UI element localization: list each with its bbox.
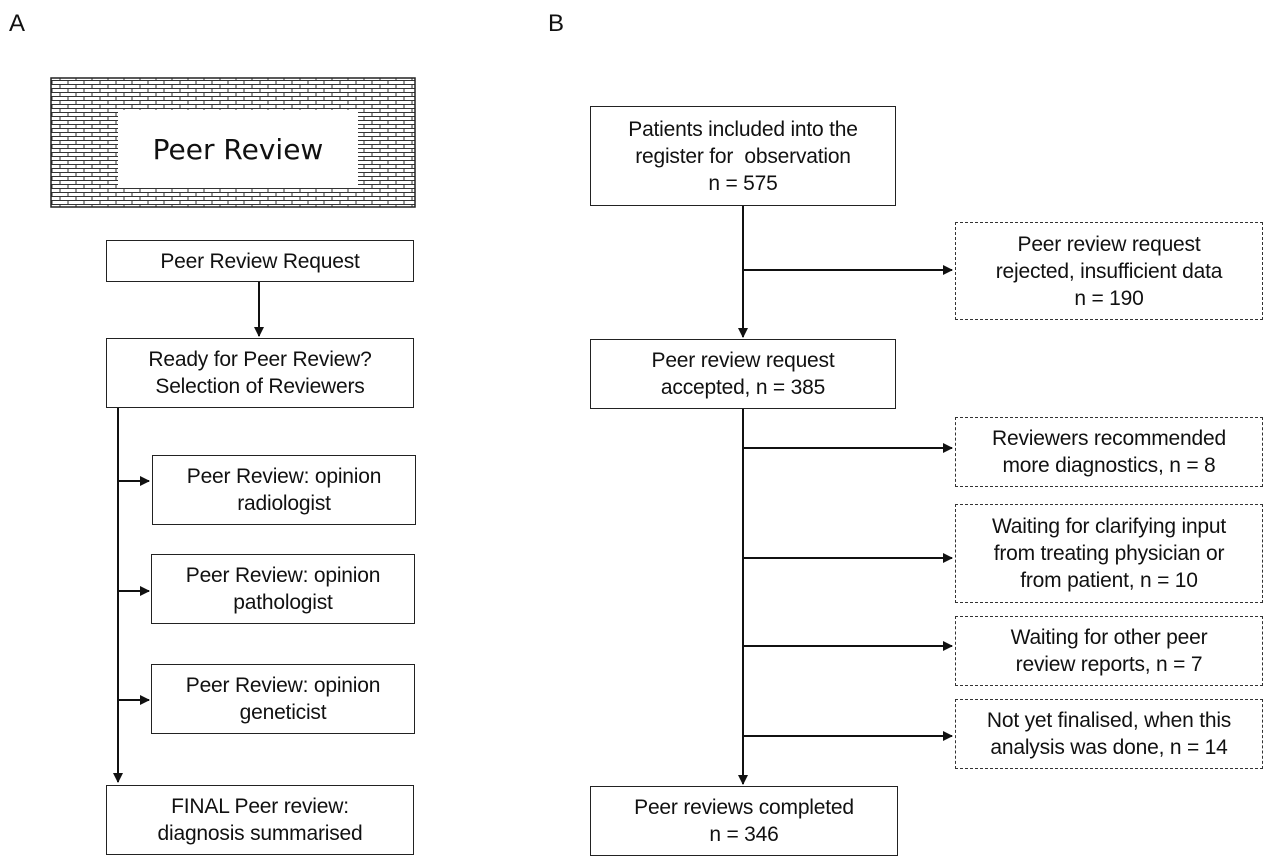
radiologist-line-1: Peer Review: opinion [186, 465, 382, 488]
request-rejected-box: Peer review request rejected, insufficie… [955, 222, 1263, 320]
not-finalised-box: Not yet finalised, when this analysis wa… [955, 699, 1263, 769]
accepted-line-2: accepted, n = 385 [660, 376, 826, 399]
request-accepted-box: Peer review request accepted, n = 385 [590, 339, 896, 409]
rejected-line-3: n = 190 [1074, 286, 1144, 310]
waiting-reports-box: Waiting for other peer review reports, n… [955, 616, 1263, 686]
peer-review-request-box: Peer Review Request [106, 240, 414, 282]
ready-line-2: Selection of Reviewers [155, 375, 365, 398]
patients-included-box: Patients included into the register for … [590, 106, 896, 206]
waiting-reports-line-2: review reports, n = 7 [1015, 653, 1203, 676]
geneticist-line-1: Peer Review: opinion [185, 674, 381, 697]
waiting-input-line-3: from patient, n = 10 [1020, 569, 1198, 592]
final-peer-review-box: FINAL Peer review: diagnosis summarised [106, 785, 414, 855]
more-diag-line-1: Reviewers recommended [992, 427, 1226, 450]
more-diag-line-2: more diagnostics, n = 8 [1002, 454, 1216, 477]
final-line-1: FINAL Peer review: [171, 795, 349, 818]
panel-b-label: B [548, 10, 565, 37]
waiting-input-line-2: from treating physician or [993, 542, 1225, 565]
accepted-line-1: Peer review request [651, 349, 835, 372]
rejected-line-2: rejected, insufficient data [995, 259, 1223, 283]
ready-line-1: Ready for Peer Review? [148, 348, 372, 371]
completed-line-1: Peer reviews completed [634, 796, 854, 819]
peer-review-banner-title: Peer Review [152, 132, 324, 166]
waiting-input-box: Waiting for clarifying input from treati… [955, 504, 1263, 603]
waiting-reports-line-1: Waiting for other peer [1010, 626, 1208, 649]
included-line-2: register for observation [635, 144, 851, 168]
included-line-1: Patients included into the [628, 117, 858, 141]
waiting-input-line-1: Waiting for clarifying input [991, 515, 1227, 538]
final-line-2: diagnosis summarised [157, 822, 363, 845]
reviews-completed-box: Peer reviews completed n = 346 [590, 786, 898, 856]
pathologist-box: Peer Review: opinion pathologist [151, 554, 415, 624]
peer-review-request-text: Peer Review Request [160, 249, 360, 273]
not-final-line-2: analysis was done, n = 14 [990, 736, 1228, 759]
radiologist-line-2: radiologist [237, 492, 331, 515]
not-final-line-1: Not yet finalised, when this [986, 709, 1232, 732]
ready-for-review-box: Ready for Peer Review? Selection of Revi… [106, 338, 414, 408]
radiologist-box: Peer Review: opinion radiologist [152, 455, 416, 525]
geneticist-line-2: geneticist [239, 701, 327, 724]
completed-line-2: n = 346 [709, 823, 779, 846]
rejected-line-1: Peer review request [1017, 232, 1201, 256]
panel-a-label: A [9, 10, 26, 37]
pathologist-line-2: pathologist [233, 591, 333, 614]
pathologist-line-1: Peer Review: opinion [185, 564, 381, 587]
geneticist-box: Peer Review: opinion geneticist [151, 664, 415, 734]
included-line-3: n = 575 [708, 171, 778, 195]
more-diagnostics-box: Reviewers recommended more diagnostics, … [955, 417, 1263, 487]
peer-review-banner: Peer Review [118, 110, 358, 188]
